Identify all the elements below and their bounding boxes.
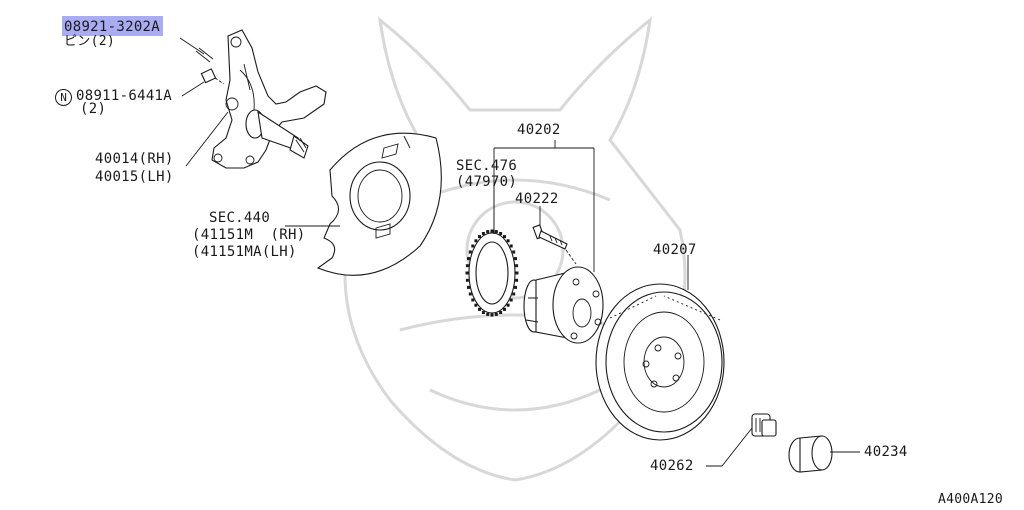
leader-lines [179,37,860,467]
rotor-tooth [499,311,503,314]
rotor-tooth [515,264,519,268]
hub-bolt [532,224,577,265]
baffle-plate [316,132,442,276]
rotor-tooth [490,229,494,233]
cotter-pin [195,47,214,63]
rotor-tooth [465,278,469,282]
rotor-tooth [514,257,517,261]
figure-id: A400A120 [938,492,1004,507]
rotor-tooth [468,292,472,296]
rotor-tooth [506,239,510,243]
brake-disc-rotor [595,283,725,441]
rotor-tooth [478,235,481,239]
rotor-tooth [515,271,519,275]
rotor-tooth [486,230,490,234]
knuckle-lh-label[interactable]: 40015(LH) [95,169,174,185]
rotor-tooth [509,298,513,302]
selected-part-highlight [62,16,163,36]
rotor-tooth [474,239,478,243]
rotor-tooth [490,313,494,317]
baffle-lh-label[interactable]: (41151MA(LH) [192,244,297,260]
rotor-tooth [465,271,469,275]
pin-quantity: ピン(2) [64,34,115,49]
nut-part-number[interactable]: 08911-6441A [76,88,173,104]
rotor-tooth [509,244,513,248]
rotor-tooth [467,257,470,261]
rotor-tooth [499,232,503,235]
rotor-label[interactable]: 40207 [653,242,697,258]
pin-part-number[interactable]: 08921-3202A [64,19,161,35]
rotor-tooth [467,285,470,289]
rotor-tooth [465,264,469,268]
rotor-tooth [481,311,485,314]
rotor-tooth [515,278,519,282]
hub-nut-label[interactable]: 40262 [650,458,694,474]
rotor-tooth [503,235,506,239]
rotor-tooth [514,285,517,289]
rotor-tooth [506,303,510,307]
rotor-tooth [471,298,475,302]
knuckle-nut [200,68,225,85]
rotor-tooth [474,303,478,307]
rotor-tooth [481,232,485,235]
sensor-rotor [465,229,519,317]
hub-assembly-label[interactable]: 40202 [517,122,561,138]
wheel-hub [523,266,604,344]
rotor-tooth [503,307,506,311]
steering-knuckle [211,29,327,169]
baffle-section-label[interactable]: SEC.440 [209,210,271,226]
nut-marker-icon: N [55,89,72,106]
rotor-tooth [486,312,490,316]
hub-nut [751,413,777,437]
sensor-section-label[interactable]: SEC.476 [456,158,518,174]
knuckle-rh-label[interactable]: 40014(RH) [95,151,174,167]
hub-cap [788,435,833,473]
rotor-tooth [478,307,481,311]
hub-cap-label[interactable]: 40234 [864,444,908,460]
rotor-tooth [512,250,516,254]
rotor-tooth [494,312,498,316]
hub-bolt-label[interactable]: 40222 [515,191,559,207]
baffle-rh-label[interactable]: (41151M (RH) [192,227,306,243]
sensor-ref-label: (47970) [456,174,518,190]
rotor-tooth [494,230,498,234]
nut-quantity: (2) [80,101,107,117]
rotor-tooth [512,292,516,296]
rotor-tooth [471,244,475,248]
rotor-tooth [468,250,472,254]
